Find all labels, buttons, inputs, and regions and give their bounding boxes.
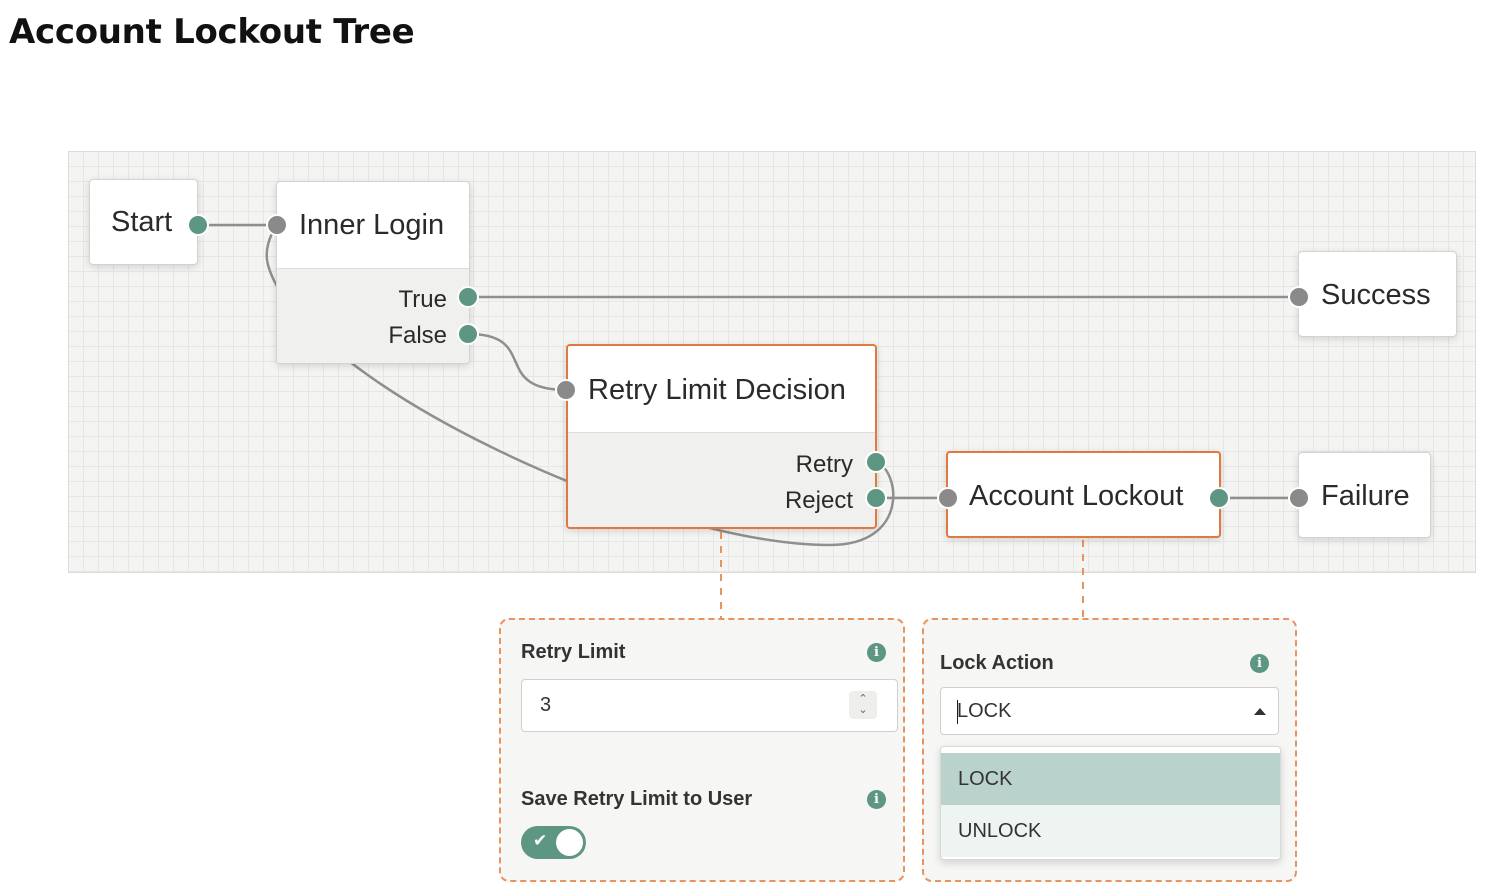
node-start[interactable]: Start	[89, 179, 198, 265]
node-inner-login-body: True False	[277, 268, 469, 363]
dropdown-option-label: LOCK	[958, 768, 1013, 790]
dropdown-option-lock[interactable]: LOCK	[941, 753, 1280, 805]
node-retry-limit-decision-body: Retry Reject	[568, 432, 875, 527]
lock-action-value: LOCK	[957, 700, 1012, 722]
info-icon[interactable]: i	[867, 790, 886, 809]
caret-up-icon[interactable]	[1254, 708, 1266, 715]
node-account-lockout-title: Account Lockout	[969, 480, 1184, 512]
outcome-retry-label: Retry	[795, 451, 853, 478]
lock-action-properties-panel: Lock Action i LOCK LOCK UNLOCK	[922, 618, 1297, 882]
lock-action-dropdown: LOCK UNLOCK	[940, 746, 1281, 860]
save-retry-limit-label: Save Retry Limit to User	[521, 788, 753, 810]
check-icon: ✔	[533, 831, 548, 850]
text-cursor	[957, 700, 958, 724]
retry-limit-properties-panel: Retry Limit i 3 ⌃⌄ Save Retry Limit to U…	[499, 618, 905, 882]
port-start-out[interactable]	[187, 214, 209, 236]
retry-limit-value: 3	[540, 694, 552, 716]
page-title: Account Lockout Tree	[9, 12, 415, 52]
port-success-in[interactable]	[1288, 286, 1310, 308]
node-failure-title: Failure	[1321, 480, 1410, 512]
node-success[interactable]: Success	[1298, 251, 1457, 337]
node-start-title: Start	[111, 206, 173, 238]
lock-action-label: Lock Action	[940, 652, 1054, 674]
node-failure[interactable]: Failure	[1298, 452, 1431, 538]
retry-limit-label: Retry Limit	[521, 641, 626, 663]
node-inner-login-title: Inner Login	[299, 209, 445, 241]
port-retry-out[interactable]	[865, 451, 887, 473]
port-false-out[interactable]	[457, 323, 479, 345]
node-inner-login[interactable]: Inner Login True False	[276, 181, 470, 364]
node-retry-limit-decision-title: Retry Limit Decision	[588, 374, 846, 406]
save-retry-limit-toggle[interactable]: ✔	[521, 826, 586, 859]
outcome-reject-label: Reject	[784, 487, 853, 514]
port-failure-in[interactable]	[1288, 487, 1310, 509]
number-stepper-icon[interactable]: ⌃⌄	[849, 691, 877, 719]
retry-limit-input[interactable]: 3 ⌃⌄	[521, 679, 898, 732]
dropdown-option-unlock[interactable]: UNLOCK	[941, 805, 1280, 857]
info-icon[interactable]: i	[867, 643, 886, 662]
port-inner-login-in[interactable]	[266, 214, 288, 236]
node-retry-limit-decision[interactable]: Retry Limit Decision Retry Reject	[566, 344, 877, 529]
port-account-lockout-out[interactable]	[1208, 487, 1230, 509]
dropdown-option-label: UNLOCK	[958, 820, 1042, 842]
port-retry-decision-in[interactable]	[555, 379, 577, 401]
outcome-true-label: True	[398, 286, 447, 313]
port-account-lockout-in[interactable]	[937, 487, 959, 509]
lock-action-select[interactable]: LOCK	[940, 687, 1279, 735]
outcome-false-label: False	[388, 322, 447, 349]
port-true-out[interactable]	[457, 286, 479, 308]
port-reject-out[interactable]	[865, 487, 887, 509]
info-icon[interactable]: i	[1250, 654, 1269, 673]
node-account-lockout[interactable]: Account Lockout	[946, 451, 1221, 538]
connector-false-retrydecision	[467, 332, 568, 392]
node-success-title: Success	[1321, 279, 1431, 311]
toggle-knob	[556, 829, 583, 856]
